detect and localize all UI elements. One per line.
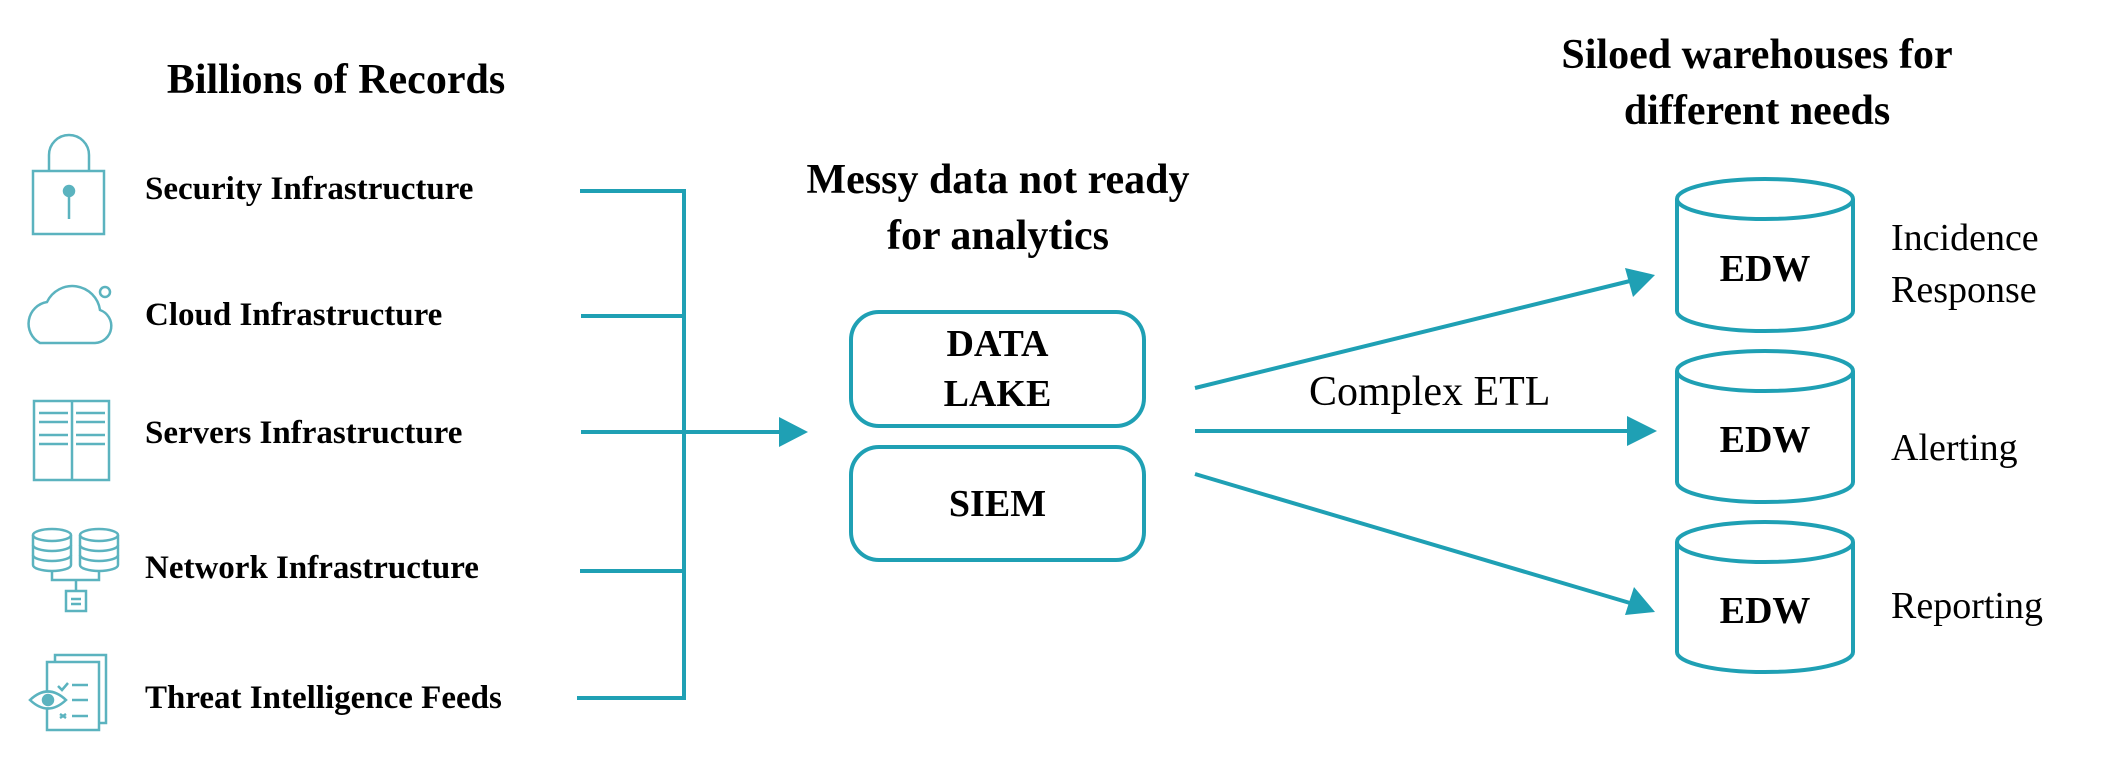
arrow-to-datalake-head [779,417,808,447]
edw-label-2: EDW [1719,419,1811,461]
middle-title-line1: Messy data not ready [806,157,1190,203]
middle-title: Messy data not ready for analytics [748,152,1248,264]
edw-label-1: EDW [1719,248,1811,290]
use-label-reporting: Reporting [1891,585,2043,627]
sources-title: Billions of Records [166,57,506,103]
arrow-to-edw-3-head [1625,587,1655,615]
source-label-security: Security Infrastructure [145,171,474,207]
data-lake-box: DATA LAKE [849,310,1146,428]
lock-icon [31,133,106,236]
warehouses-title: Siloed warehouses for different needs [1507,27,2007,139]
edw-cylinder-3 [1675,520,1855,674]
siem-box: SIEM [849,445,1146,562]
warehouses-title-line2: different needs [1623,88,1891,134]
source-label-servers: Servers Infrastructure [145,415,463,451]
edw-cylinder-1 [1675,177,1855,333]
source-label-threat: Threat Intelligence Feeds [145,680,502,716]
use-label-1-line2: Response [1891,269,2037,311]
data-lake-line1: DATA [946,323,1049,365]
database-network-icon [31,527,120,613]
data-lake-line2: LAKE [943,373,1052,415]
arrow-to-edw-1-head [1625,268,1655,297]
siem-label: SIEM [948,482,1047,525]
source-label-cloud: Cloud Infrastructure [145,297,443,333]
arrow-to-edw-2-head [1627,416,1657,446]
middle-title-line2: for analytics [886,213,1110,259]
use-label-1-line1: Incidence [1891,217,2039,259]
eye-checklist-icon [28,653,108,732]
edw-cylinder-2 [1675,349,1855,504]
arrow-to-edw-3-shaft [1194,472,1631,605]
use-label-alerting: Alerting [1891,427,2018,469]
cloud-icon [27,284,113,345]
server-rack-icon [32,399,111,482]
complex-etl-label: Complex ETL [1309,369,1551,415]
warehouses-title-line1: Siloed warehouses for [1561,32,1953,78]
source-label-network: Network Infrastructure [145,550,479,586]
use-label-incidence-response: Incidence Response [1891,212,2039,316]
arrow-to-edw-1-shaft [1194,279,1631,390]
edw-label-3: EDW [1719,590,1811,632]
